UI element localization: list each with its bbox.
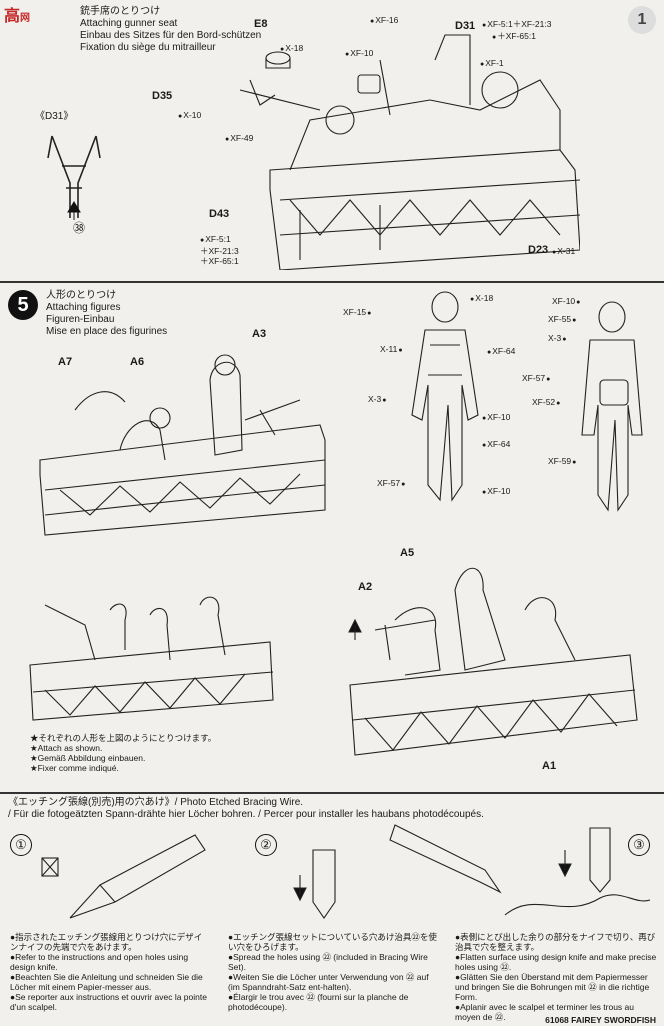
part-e8: E8 (254, 18, 268, 30)
assembled-side-view-illustration (29, 596, 274, 721)
bracing-header: 《エッチング張線(別売)用の穴あけ》/ Photo Etched Bracing… (8, 797, 304, 808)
paint-d43-mix1: XF-5:1 (200, 234, 239, 246)
section-divider (0, 281, 664, 283)
bracing-step2-jp: ●エッチング張線セットについている穴あけ治具㉒を使い穴をひろげます。 (228, 932, 437, 952)
gunner-seat-assembly-illustration (239, 34, 580, 270)
detail-callout: ㊳ (73, 221, 86, 235)
paint-d31-mix1: XF-5:1＋XF-21:3 (482, 18, 551, 30)
fig2-paint-xf55: XF-55 (548, 314, 576, 324)
fig1-paint-xf15: XF-15 (343, 307, 371, 317)
paint-d43-mix3: ＋XF-65:1 (200, 256, 239, 266)
bracing-step1-de: ●Beachten Sie die Anleitung und schneide… (10, 972, 203, 992)
step5-title-de: Figuren-Einbau (46, 314, 115, 325)
fig1-paint-xf10a: XF-10 (482, 412, 510, 422)
part-a2: A2 (358, 581, 373, 593)
fig1-paint-xf64a: XF-64 (487, 346, 515, 356)
page-footer: 61068 FAIREY SWORDFISH (545, 1015, 656, 1025)
part-d23: D23 (528, 244, 549, 256)
bracing-step3-jp: ●表側にとび出した余りの部分をナイフで切り、再び治具で穴を整えます。 (455, 932, 656, 952)
bracing-step2-en: ●Spread the holes using ㉒ (included in B… (228, 952, 428, 972)
bracing-step3-number: ③ (628, 834, 650, 856)
fig1-paint-x3: X-3 (368, 394, 386, 404)
seat-belt-illustration (47, 135, 101, 220)
bracing-step1-fr: ●Se reporter aux instructions et ouvrir … (10, 992, 207, 1012)
step5-title-fr: Mise en place des figurines (46, 326, 168, 337)
paint-x18: X-18 (280, 43, 303, 53)
fig1-paint-xf64b: XF-64 (482, 439, 510, 449)
fig2-paint-xf57: XF-57 (522, 373, 550, 383)
step4-title-de: Einbau des Sitzes für den Bord-schützen (80, 30, 262, 41)
section-divider (0, 792, 664, 794)
paint-x31: X-31 (552, 246, 575, 256)
fig2-paint-xf10: XF-10 (552, 296, 580, 306)
bracing-step1-jp: ●指示されたエッチング張線用とりつけ穴にデザインナイフの先端で穴をあけます。 (10, 932, 203, 952)
bracing-step1-number: ① (10, 834, 32, 856)
paint-x10: X-10 (178, 110, 201, 120)
watermark-logo: 高网 (4, 8, 31, 25)
paint-xf10: XF-10 (345, 48, 373, 58)
bracing-step2-de: ●Weiten Sie die Löcher unter Verwendung … (228, 972, 429, 992)
paint-xf1: XF-1 (480, 58, 503, 68)
step4-title-jp: 銃手席のとりつけ (80, 6, 161, 17)
fig1-paint-xf57: XF-57 (377, 478, 405, 488)
part-d35: D35 (152, 90, 173, 102)
step4-detail-label: 《D31》 (35, 111, 74, 122)
step5-note-fr: ★Fixer comme indiqué. (30, 763, 119, 773)
bracing-step2-fr: ●Élargir le trou avec ㉒ (fourni sur la p… (228, 992, 409, 1012)
bracing-step3-de: ●Glätten Sie den Überstand mit dem Papie… (455, 972, 650, 1002)
standing-figure-back-illustration (581, 301, 643, 512)
step5-note-en: ★Attach as shown. (30, 743, 103, 753)
step5-number: 5 (8, 290, 38, 320)
bracing-step2-number: ② (255, 834, 277, 856)
bracing-subheader: / Für die fotogeätzten Spann-drähte hier… (8, 809, 484, 820)
part-d31: D31 (455, 20, 476, 32)
part-a5: A5 (400, 547, 415, 559)
assembled-cockpit-view-illustration (348, 567, 638, 756)
step5-title-en: Attaching figures (46, 302, 121, 313)
step5-note-de: ★Gemäß Abbildung einbauen. (30, 753, 146, 763)
part-d43: D43 (209, 208, 230, 220)
bracing-step1-en: ●Refer to the instructions and open hole… (10, 952, 189, 972)
step5-title-jp: 人形のとりつけ (46, 290, 117, 301)
part-a3: A3 (252, 328, 267, 340)
paint-xf16: XF-16 (370, 15, 398, 25)
trim-and-finish-illustration (389, 824, 651, 916)
step4-title-en: Attaching gunner seat (80, 18, 178, 29)
bracing-step3-en: ●Flatten surface using design knife and … (455, 952, 657, 972)
fig1-paint-x11: X-11 (380, 344, 403, 354)
step4-title-fr: Fixation du siège du mitrailleur (80, 42, 216, 53)
page-corner-number: 1 (628, 6, 656, 34)
fig2-paint-x3: X-3 (548, 333, 566, 343)
paint-d31-mix2: ＋XF-65:1 (492, 30, 536, 42)
cockpit-figures-illustration (39, 354, 326, 536)
step5-note-jp: ★それぞれの人形を上図のようにとりつけます。 (30, 733, 217, 743)
fig2-paint-xf59: XF-59 (548, 456, 576, 466)
bracing-step3-fr: ●Aplanir avec le scalpel et terminer les… (455, 1002, 634, 1022)
fig1-paint-xf10b: XF-10 (482, 486, 510, 496)
part-a7: A7 (58, 356, 73, 368)
paint-d43-mix2: ＋XF-21:3 (200, 246, 239, 256)
part-a1: A1 (542, 760, 557, 772)
paint-xf49: XF-49 (225, 133, 253, 143)
design-knife-illustration (41, 834, 206, 919)
hole-tool-illustration (293, 849, 336, 919)
part-a6: A6 (130, 356, 145, 368)
fig2-paint-xf52: XF-52 (532, 397, 560, 407)
fig1-paint-x18: X-18 (470, 293, 493, 303)
standing-figure-front-illustration (411, 291, 479, 502)
